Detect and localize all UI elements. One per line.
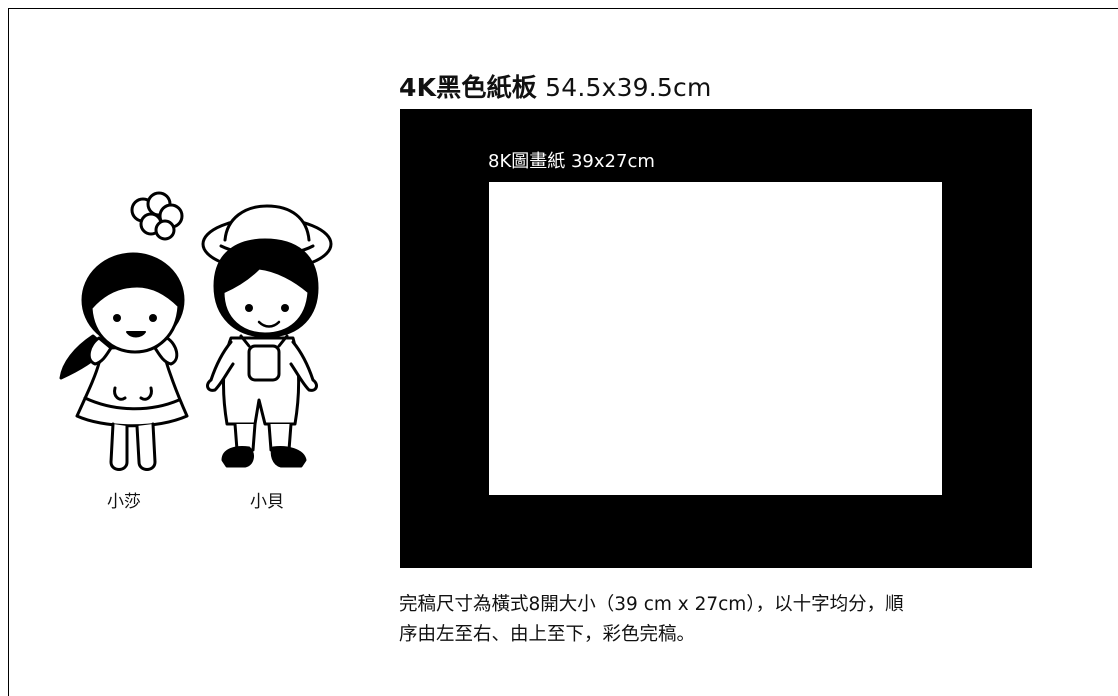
hair-flower-icon: [130, 191, 184, 241]
girl-figure: [59, 191, 189, 471]
drawing-paper: [489, 182, 942, 495]
board-title-size: 54.5x39.5cm: [536, 73, 712, 102]
black-board: 8K圖畫紙 39x27cm: [400, 109, 1032, 568]
character-illustration: [59, 191, 333, 471]
paper-label: 8K圖畫紙 39x27cm: [488, 151, 655, 172]
boy-figure: [201, 204, 333, 468]
instruction-line-2: 序由左至右、由上至下，彩色完稿。: [399, 624, 696, 645]
board-title: 4K黑色紙板 54.5x39.5cm: [399, 72, 712, 104]
boy-name-label: 小貝: [250, 492, 284, 512]
page-border: [8, 8, 1118, 696]
board-title-bold: 4K黑色紙板: [399, 73, 537, 102]
instruction-line-1: 完稿尺寸為橫式8開大小（39 cm x 27cm），以十字均分，順: [399, 594, 904, 615]
girl-name-label: 小莎: [107, 492, 141, 512]
instruction-text: 完稿尺寸為橫式8開大小（39 cm x 27cm），以十字均分，順 序由左至右、…: [399, 590, 1049, 650]
